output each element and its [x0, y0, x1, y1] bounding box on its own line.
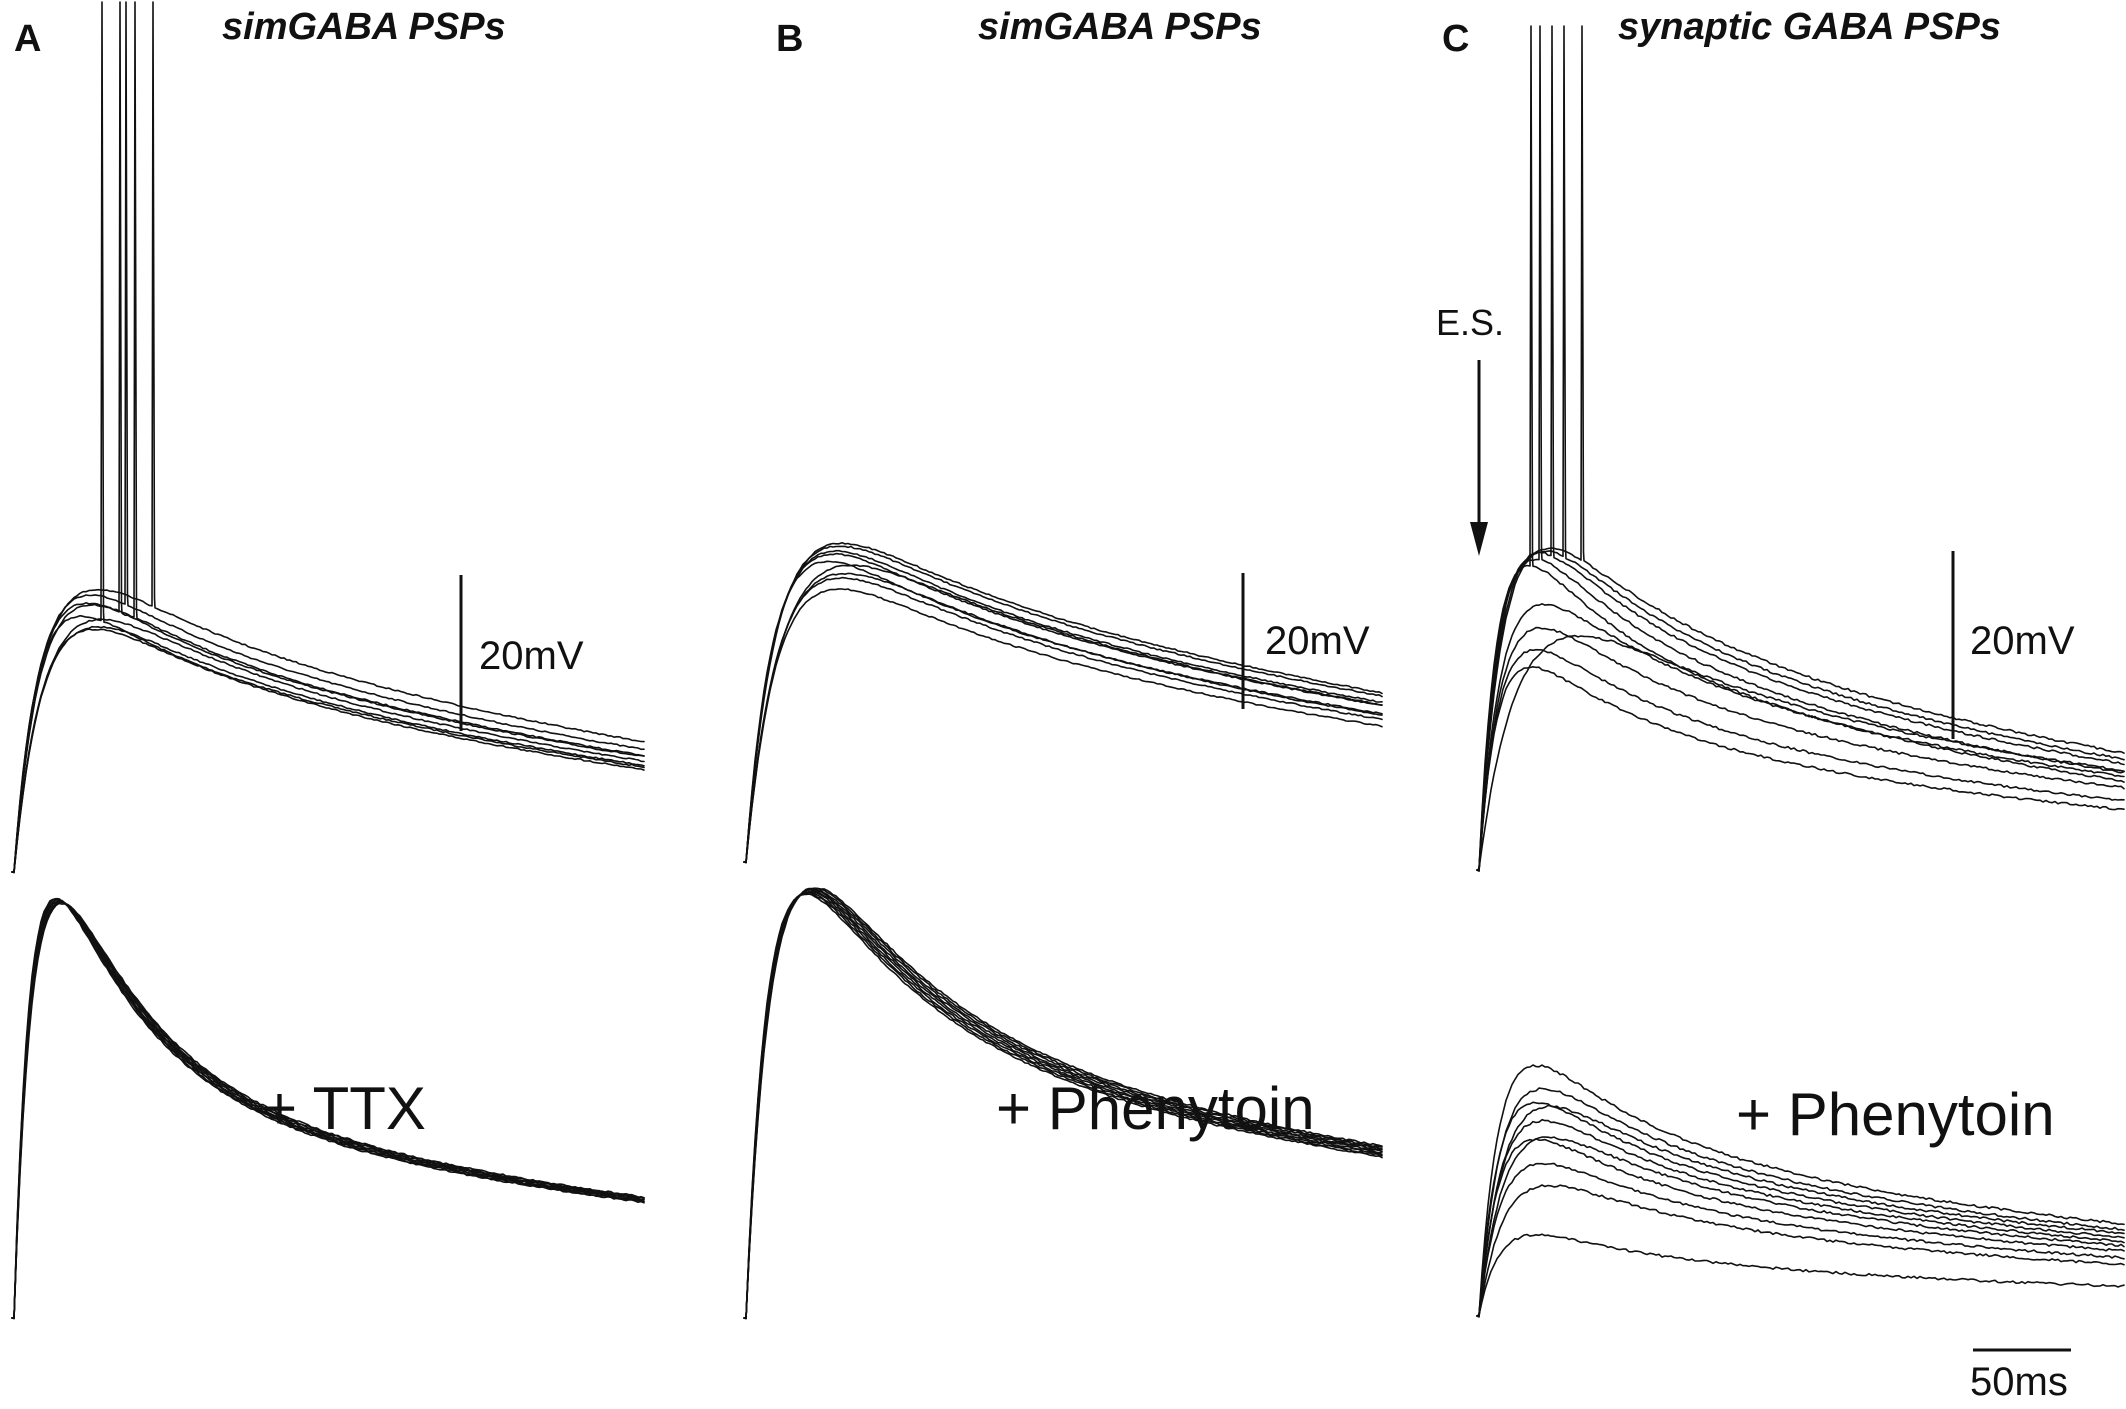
trace-c-top-0	[1476, 25, 2125, 871]
trace-c-bottom-9	[1476, 1233, 2125, 1317]
trace-a-top-3	[11, 1, 645, 873]
panel-label-b: B	[776, 18, 804, 60]
stimulus-arrow	[1470, 360, 1488, 556]
panel-label-c: C	[1442, 18, 1470, 60]
trace-c-top-3	[1476, 25, 2125, 872]
trace-a-top-5	[11, 625, 645, 874]
trace-c-bottom-5	[1476, 1136, 2125, 1317]
trace-a-top-0	[11, 1, 645, 873]
trace-b-top-7	[743, 588, 1383, 864]
trace-b-top-3	[743, 545, 1383, 864]
trace-b-top-4	[743, 541, 1383, 863]
trace-b-bottom-5	[743, 888, 1383, 1319]
trace-b-bottom-4	[743, 890, 1383, 1320]
trace-c-bottom-4	[1476, 1118, 2125, 1318]
trace-c-bottom-6	[1476, 1138, 2125, 1318]
trace-c-top-5	[1476, 603, 2125, 871]
trace-c-bottom-1	[1476, 1087, 2125, 1317]
trace-b-top-1	[743, 552, 1383, 864]
trace-a-bottom-7	[11, 902, 645, 1320]
trace-b-top-2	[743, 549, 1383, 864]
voltage-scale-label-a: 20mV	[479, 634, 584, 678]
trace-c-top-9	[1476, 634, 2125, 871]
trace-b-bottom-0	[743, 893, 1383, 1319]
trace-c-bottom-8	[1476, 1184, 2125, 1317]
trace-a-bottom-4	[11, 900, 645, 1319]
trace-c-top-2	[1476, 25, 2125, 872]
condition-label-c: + Phenytoin	[1736, 1081, 2055, 1148]
trace-b-bottom-3	[743, 891, 1383, 1319]
trace-b-bottom-6	[743, 888, 1383, 1319]
trace-c-top-1	[1476, 25, 2125, 871]
panel-title-b: simGABA PSPs	[978, 6, 1262, 48]
trace-b-bottom-8	[743, 887, 1383, 1319]
condition-label-a: + TTX	[262, 1075, 426, 1142]
trace-a-top-1	[11, 1, 645, 873]
trace-c-bottom-0	[1476, 1064, 2125, 1317]
trace-c-top-7	[1476, 648, 2125, 871]
trace-c-top-8	[1476, 666, 2125, 872]
trace-a-top-4	[11, 1, 645, 874]
trace-a-top-6	[11, 618, 645, 873]
trace-a-top-2	[11, 1, 645, 873]
condition-label-b: + Phenytoin	[996, 1075, 1315, 1142]
trace-c-bottom-3	[1476, 1101, 2125, 1317]
panel-title-c: synaptic GABA PSPs	[1618, 6, 2001, 48]
panel-label-a: A	[14, 18, 42, 60]
trace-b-top-5	[743, 576, 1383, 863]
panel-title-a: simGABA PSPs	[222, 6, 506, 48]
trace-c-bottom-7	[1476, 1162, 2125, 1318]
trace-b-bottom-2	[743, 891, 1383, 1320]
trace-c-bottom-2	[1476, 1104, 2125, 1317]
trace-a-top-7	[11, 628, 645, 873]
trace-b-top-6	[743, 572, 1383, 864]
trace-c-top-6	[1476, 626, 2125, 872]
voltage-traces	[11, 1, 2125, 1320]
trace-b-bottom-7	[743, 887, 1383, 1319]
stimulus-label: E.S.	[1436, 302, 1505, 343]
trace-b-bottom-1	[743, 892, 1383, 1319]
trace-c-top-4	[1476, 25, 2125, 871]
time-scale-label: 50ms	[1970, 1360, 2068, 1404]
voltage-scale-label-b: 20mV	[1265, 619, 1370, 663]
trace-b-top-0	[743, 560, 1383, 863]
trace-b-top-8	[743, 564, 1383, 864]
scale-bars	[459, 551, 2071, 1352]
voltage-scale-label-c: 20mV	[1970, 619, 2075, 663]
